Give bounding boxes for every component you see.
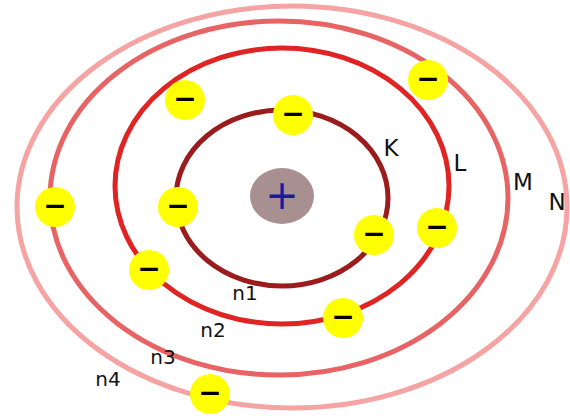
electron-circle: − bbox=[129, 250, 169, 290]
shell-letter: M bbox=[513, 169, 533, 195]
electron-circle: − bbox=[165, 80, 205, 120]
shell-number: n1 bbox=[232, 281, 257, 305]
shell-number: n3 bbox=[150, 345, 175, 369]
shell-letter: N bbox=[548, 189, 565, 215]
charge-sign: − bbox=[173, 85, 196, 113]
shell-orbit bbox=[176, 110, 388, 286]
electron-circle: − bbox=[417, 208, 457, 248]
shell-orbit bbox=[115, 48, 449, 324]
charge-sign: − bbox=[43, 192, 66, 220]
charge-sign: − bbox=[362, 220, 385, 248]
nucleus-circle: + bbox=[250, 168, 314, 224]
charge-sign: − bbox=[425, 213, 448, 241]
shell-number: n4 bbox=[95, 367, 120, 391]
charge-sign: + bbox=[265, 175, 299, 215]
electron-circle: − bbox=[35, 187, 75, 227]
charge-sign: − bbox=[281, 100, 304, 128]
shell-orbit bbox=[17, 6, 567, 408]
charge-sign: − bbox=[331, 303, 354, 331]
electron-circle: − bbox=[273, 95, 313, 135]
electron-circle: − bbox=[158, 187, 198, 227]
shell-number: n2 bbox=[200, 318, 225, 342]
electron-circle: − bbox=[408, 60, 448, 100]
charge-sign: − bbox=[416, 65, 439, 93]
charge-sign: − bbox=[198, 379, 221, 407]
electron-circle: − bbox=[190, 374, 230, 414]
electron-circle: − bbox=[323, 298, 363, 338]
shell-letter: K bbox=[383, 135, 398, 161]
charge-sign: − bbox=[166, 192, 189, 220]
shell-orbit bbox=[50, 21, 508, 375]
electron-circle: − bbox=[354, 215, 394, 255]
charge-sign: − bbox=[137, 255, 160, 283]
shell-letter: L bbox=[454, 150, 467, 176]
